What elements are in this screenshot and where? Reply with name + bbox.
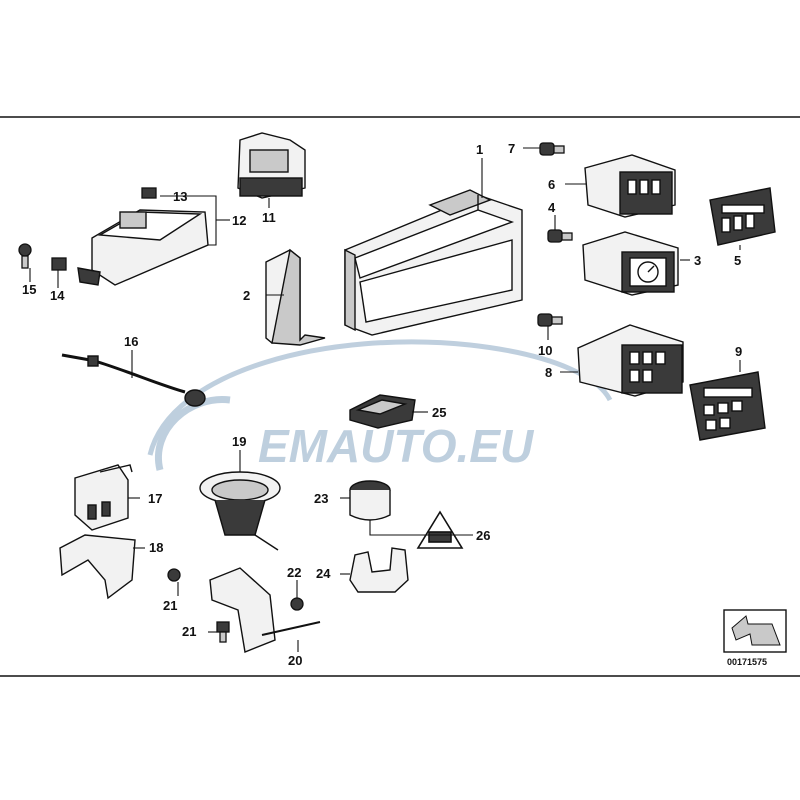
part-control-unit-6 — [584, 154, 676, 218]
part-screw-22 — [290, 597, 304, 611]
label-12: 12 — [232, 213, 246, 228]
label-25: 25 — [432, 405, 446, 420]
part-speaker-19 — [199, 471, 281, 551]
part-module-25 — [349, 394, 416, 429]
reference-box: 00171575 — [723, 609, 787, 667]
part-bracket-18 — [59, 534, 136, 600]
label-10: 10 — [538, 343, 552, 358]
label-21b: 21 — [182, 624, 196, 639]
part-relay-17 — [74, 464, 133, 531]
label-13: 13 — [173, 189, 187, 204]
label-4: 4 — [548, 200, 556, 215]
label-19: 19 — [232, 434, 246, 449]
part-connector-11 — [237, 132, 306, 199]
part-sensor-16 — [61, 353, 206, 407]
watermark-car-arc — [155, 396, 231, 471]
label-2: 2 — [243, 288, 250, 303]
label-14: 14 — [50, 288, 65, 303]
label-18: 18 — [149, 540, 163, 555]
label-15: 15 — [22, 282, 36, 297]
part-bulb-10 — [537, 313, 563, 327]
leader-lines — [29, 147, 741, 652]
part-screw-21b — [216, 621, 230, 643]
label-16: 16 — [124, 334, 138, 349]
part-screw-15 — [18, 243, 32, 269]
label-7: 7 — [508, 141, 515, 156]
label-3: 3 — [694, 253, 701, 268]
label-5: 5 — [734, 253, 741, 268]
part-holder-23 — [349, 480, 391, 521]
part-bulb-7 — [539, 142, 565, 156]
part-clock — [582, 231, 679, 296]
part-control-unit-8 — [577, 324, 684, 397]
part-bulb-4 — [547, 229, 573, 243]
label-1: 1 — [476, 142, 483, 157]
part-module-12 — [77, 209, 209, 286]
label-20: 20 — [288, 653, 302, 668]
part-bracket — [265, 248, 326, 346]
part-clip-13 — [141, 187, 157, 199]
label-8: 8 — [545, 365, 552, 380]
part-control-panel-5 — [709, 187, 776, 246]
watermark-text: EMAUTO.EU — [258, 420, 535, 472]
label-11: 11 — [262, 210, 276, 225]
part-terminal-14 — [51, 257, 67, 271]
part-holder-20 — [209, 567, 321, 653]
document-number: 00171575 — [727, 657, 767, 667]
warning-symbol-26 — [416, 510, 464, 549]
part-screw-21a — [167, 568, 181, 582]
arrow-icon — [731, 615, 781, 646]
label-23: 23 — [314, 491, 328, 506]
label-22: 22 — [287, 565, 301, 580]
callout-labels: 1 2 3 4 5 6 7 8 9 10 11 12 13 14 15 16 1… — [22, 141, 742, 668]
part-holder-24 — [349, 547, 409, 593]
label-6: 6 — [548, 177, 555, 192]
label-24: 24 — [316, 566, 331, 581]
part-control-panel-9 — [689, 371, 766, 441]
label-17: 17 — [148, 491, 162, 506]
part-radio-frame — [344, 189, 523, 336]
label-21a: 21 — [163, 598, 177, 613]
label-9: 9 — [735, 344, 742, 359]
label-26: 26 — [476, 528, 490, 543]
